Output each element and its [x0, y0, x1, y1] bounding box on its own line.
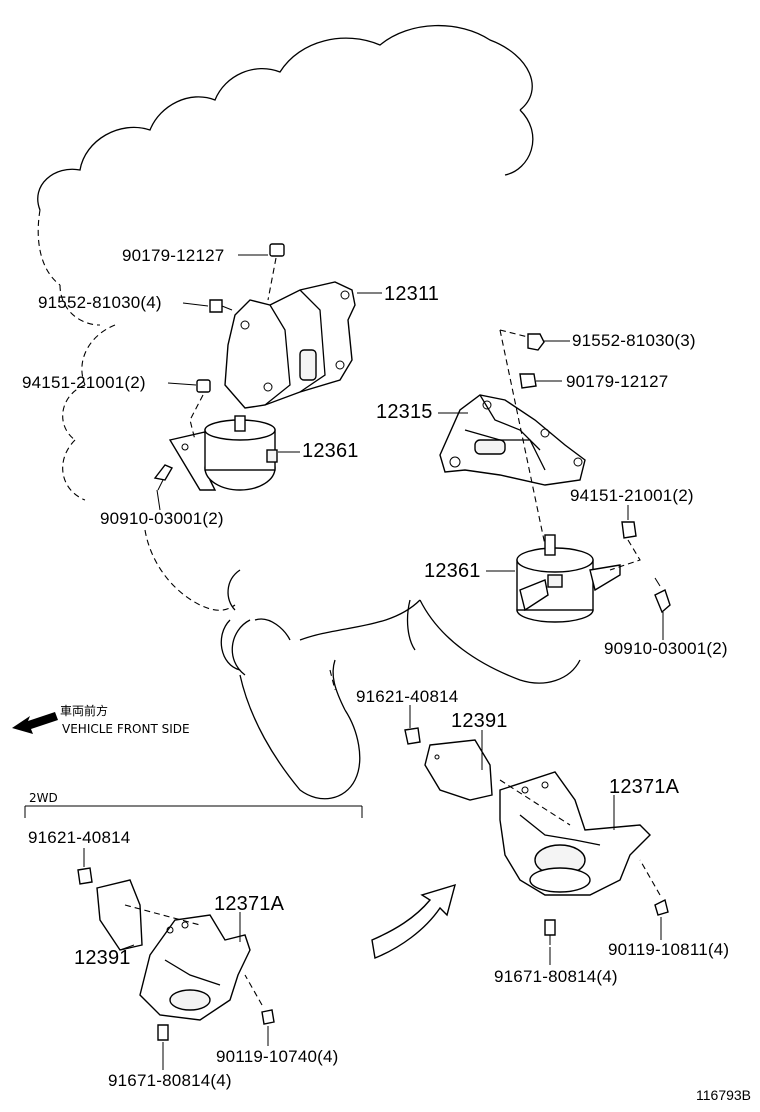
- part-label-90179-12127-left: 90179-12127: [122, 246, 225, 265]
- part-label-90910-03001-2-right: 90910-03001(2): [604, 639, 728, 658]
- vehicle-front-japanese: 車両前方: [60, 704, 109, 718]
- curved-arrow-icon: [371, 883, 457, 959]
- part-label-94151-21001-2-left: 94151-21001(2): [22, 373, 146, 392]
- insulator-12361-left: [168, 415, 278, 491]
- part-label-91671-80814-4-right: 91671-80814(4): [494, 967, 618, 986]
- left-hardware: [153, 243, 285, 491]
- bracket-12315: [439, 329, 586, 546]
- right-hardware: [519, 333, 671, 614]
- insulator-12361-right: [516, 534, 621, 623]
- engine-outline: [37, 24, 581, 684]
- front-arrow-icon: [12, 712, 58, 734]
- part-label-91552-81030-4: 91552-81030(4): [38, 293, 162, 312]
- part-label-12391-left: 12391: [74, 947, 131, 969]
- bracket-12311: [224, 281, 356, 409]
- section-title-2wd: 2WD: [29, 791, 58, 805]
- part-label-90179-12127-right: 90179-12127: [566, 372, 669, 391]
- part-label-91621-40814-left: 91621-40814: [28, 828, 131, 847]
- part-label-12311: 12311: [384, 283, 440, 305]
- figure-code: 116793B: [696, 1087, 752, 1103]
- transmission-outline: [220, 599, 421, 800]
- part-label-91671-80814-4-left: 91671-80814(4): [108, 1071, 232, 1090]
- part-label-91621-40814-right: 91621-40814: [356, 687, 459, 706]
- bracket-12391-left: [96, 879, 143, 951]
- leader-lines: [83, 254, 664, 1070]
- part-label-12391-right: 12391: [451, 710, 508, 732]
- part-label-94151-21001-2-right: 94151-21001(2): [570, 486, 694, 505]
- part-label-90910-03001-2-left: 90910-03001(2): [100, 509, 224, 528]
- bracket-12371A-right: [404, 727, 669, 945]
- part-label-12371A-left: 12371A: [214, 893, 285, 915]
- bracket-12371A-left: [77, 867, 275, 1041]
- part-label-12371A-right: 12371A: [609, 776, 680, 798]
- section-2wd-rule: [24, 805, 363, 818]
- part-label-91552-81030-3: 91552-81030(3): [572, 331, 696, 350]
- part-label-12361-left: 12361: [302, 440, 359, 462]
- part-label-90119-10740-4: 90119-10740(4): [216, 1047, 339, 1066]
- part-label-90119-10811-4: 90119-10811(4): [608, 940, 730, 959]
- vehicle-front-english: VEHICLE FRONT SIDE: [62, 722, 190, 736]
- part-label-12361-right: 12361: [424, 560, 481, 582]
- part-label-12315: 12315: [376, 401, 433, 423]
- bracket-12391-right: [424, 739, 493, 801]
